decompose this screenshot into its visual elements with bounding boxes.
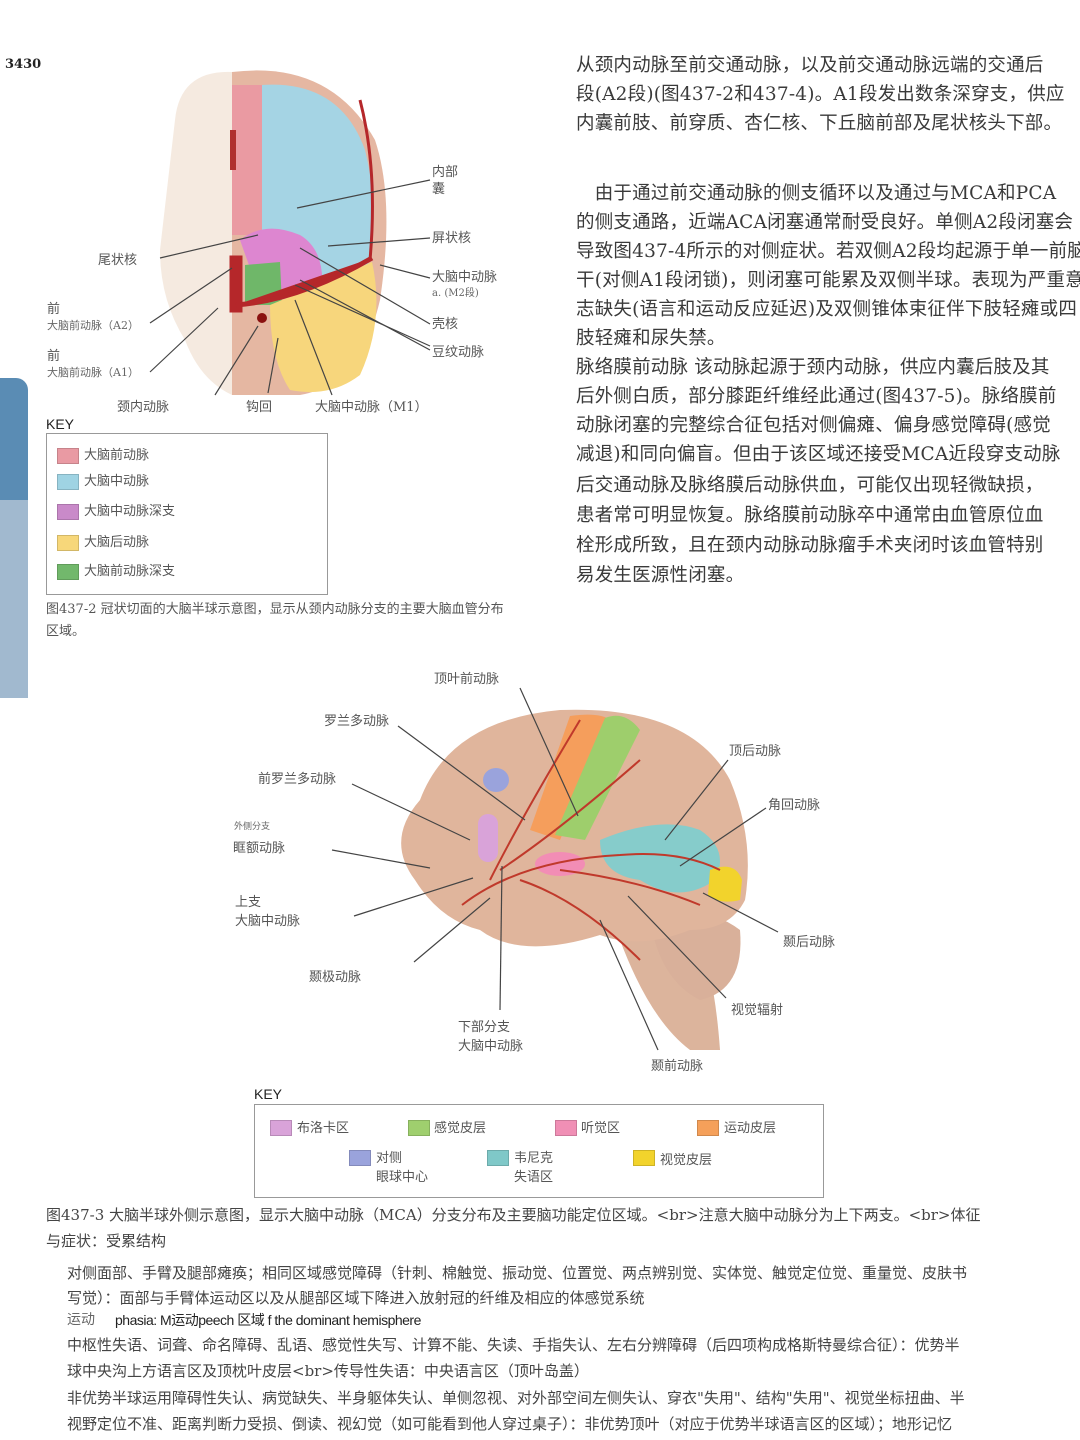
figure1-key: 大脑前动脉 大脑中动脉 大脑中动脉深支 大脑后动脉 大脑前动脉深支 bbox=[46, 433, 328, 595]
figure2-key-title: KEY bbox=[254, 1086, 283, 1102]
key-swatch bbox=[487, 1150, 509, 1166]
key-swatch bbox=[57, 535, 79, 551]
label-claustrum: 屏状核 bbox=[432, 231, 472, 246]
text-line: 段(A2段)(图437-2和437-4)。A1段发出数条深穿支，供应 bbox=[576, 84, 1065, 105]
label-ica: 颈内动脉 bbox=[117, 400, 170, 415]
key-swatch bbox=[57, 448, 79, 464]
label-internal-capsule: 内部 bbox=[432, 165, 459, 180]
text-line: 减退)和同向偏盲。但由于该区域还接受MCA近段穿支动脉 bbox=[576, 444, 1061, 465]
label-superior-division: 上支 bbox=[235, 895, 262, 910]
text-line: 对侧面部、手臂及腿部瘫痪；相同区域感觉障碍（针刺、棉触觉、振动觉、位置觉、两点辨… bbox=[67, 1264, 968, 1282]
label-uncus: 钩回 bbox=[246, 400, 273, 415]
text-line: 写觉）：面部与手臂体运动区以及从腿部区域下降进入放射冠的纤维及相应的体感觉系统 bbox=[67, 1289, 645, 1307]
label-anterior-temporal: 颞前动脉 bbox=[651, 1059, 704, 1074]
label-mca-m2-sub: a. (M2段) bbox=[432, 288, 479, 299]
text-line: 患者常可明显恢复。脉络膜前动脉卒中通常由血管原位血 bbox=[576, 505, 1044, 526]
key-label: 韦尼克 bbox=[514, 1151, 554, 1166]
text-line: 栓形成所致，且在颈内动脉动脉瘤手术夹闭时该血管特别 bbox=[576, 535, 1044, 556]
label-aca-a2-pre: 前 bbox=[47, 302, 61, 317]
text-line: 后交通动脉及脉络膜后动脉供血，可能仅出现轻微缺损， bbox=[576, 475, 1044, 496]
label-aca-a1-pre: 前 bbox=[47, 349, 61, 364]
figure1-caption: 图437-2 冠状切面的大脑半球示意图，显示从颈内动脉分支的主要大脑血管分布 bbox=[46, 602, 504, 617]
overlay-text-en: phasia: M运动peech 区域 f the dominant hemis… bbox=[115, 1312, 421, 1328]
text-line: 内囊前肢、前穿质、杏仁核、下丘脑前部及尾状核头下部。 bbox=[576, 113, 1063, 134]
label-prerolandic: 前罗兰多动脉 bbox=[258, 772, 337, 787]
key-label: 大脑中动脉 bbox=[84, 474, 150, 489]
key-label: 大脑后动脉 bbox=[84, 535, 150, 550]
key-label-2: 失语区 bbox=[514, 1170, 554, 1185]
label-inferior-division: 下部分支 bbox=[458, 1020, 511, 1035]
text-line: 脉络膜前动脉 该动脉起源于颈内动脉，供应内囊后肢及其 bbox=[576, 357, 1050, 378]
label-posterior-parietal: 顶后动脉 bbox=[729, 744, 782, 759]
text-line: 的侧支通路，近端ACA闭塞通常耐受良好。单侧A2段闭塞会 bbox=[576, 212, 1074, 233]
page-number: 3430 bbox=[5, 57, 42, 72]
key-label: 大脑前动脉深支 bbox=[84, 564, 176, 579]
key-label: 大脑中动脉深支 bbox=[84, 504, 176, 519]
key-label: 感觉皮层 bbox=[434, 1121, 487, 1136]
label-putamen: 壳核 bbox=[432, 317, 459, 332]
key-label: 视觉皮层 bbox=[660, 1153, 713, 1168]
text-line: 动脉闭塞的完整综合征包括对侧偏瘫、偏身感觉障碍(感觉 bbox=[576, 415, 1051, 436]
key-label: 对侧 bbox=[376, 1151, 403, 1166]
text-line: 肢轻瘫和尿失禁。 bbox=[576, 328, 726, 349]
text-line: 易发生医源性闭塞。 bbox=[576, 565, 745, 586]
text-line: 球中央沟上方语言区及顶枕叶皮层<br>传导性失语：中央语言区（顶叶岛盖） bbox=[67, 1362, 589, 1380]
label-aca-a1: 大脑前动脉（A1） bbox=[47, 366, 139, 379]
text-line: 从颈内动脉至前交通动脉，以及前交通动脉远端的交通后 bbox=[576, 55, 1044, 76]
key-swatch bbox=[633, 1150, 655, 1166]
key-label-2: 眼球中心 bbox=[376, 1170, 429, 1185]
figure2-caption-2: 与症状：受累结构 bbox=[46, 1232, 167, 1250]
label-temporopolar: 颞极动脉 bbox=[309, 970, 362, 985]
label-rolandic: 罗兰多动脉 bbox=[324, 714, 390, 729]
overlay-text-cn: 运动 bbox=[67, 1312, 95, 1328]
key-swatch bbox=[697, 1120, 719, 1136]
key-swatch bbox=[555, 1120, 577, 1136]
text-line: 导致图437-4所示的对侧症状。若双侧A2段均起源于单一前脑 bbox=[576, 241, 1080, 262]
key-label: 布洛卡区 bbox=[297, 1121, 350, 1136]
label-inferior-division-2: 大脑中动脉 bbox=[458, 1039, 524, 1054]
label-posterior-temporal: 颞后动脉 bbox=[783, 935, 836, 950]
label-anterior-parietal: 顶叶前动脉 bbox=[434, 672, 500, 687]
key-swatch bbox=[349, 1150, 371, 1166]
key-swatch bbox=[57, 504, 79, 520]
label-caudate: 尾状核 bbox=[98, 253, 138, 268]
label-mca-m2: 大脑中动脉 bbox=[432, 270, 498, 285]
key-swatch bbox=[270, 1120, 292, 1136]
label-optic-radiation: 视觉辐射 bbox=[731, 1003, 784, 1018]
figure2-key: 布洛卡区 感觉皮层 听觉区 运动皮层 对侧 眼球中心 韦尼克 失语区 视觉皮层 bbox=[254, 1104, 824, 1198]
text-line: 非优势半球运用障碍性失认、病觉缺失、半身躯体失认、单侧忽视、对外部空间左侧失认、… bbox=[67, 1389, 965, 1407]
figure2-caption: 图437-3 大脑半球外侧示意图，显示大脑中动脉（MCA）分支分布及主要脑功能定… bbox=[46, 1206, 981, 1224]
key-label: 大脑前动脉 bbox=[84, 448, 150, 463]
key-label: 听觉区 bbox=[581, 1121, 621, 1136]
figure1-key-title: KEY bbox=[46, 416, 75, 432]
label-lateral-branch: 外侧分支 bbox=[234, 822, 271, 832]
figure1-caption-2: 区域。 bbox=[46, 624, 86, 639]
text-line: 视野定位不准、距离判断力受损、倒读、视幻觉（如可能看到他人穿过桌子）：非优势顶叶… bbox=[67, 1415, 953, 1433]
chapter-tab bbox=[0, 378, 28, 500]
lateral-brain-illustration bbox=[331, 687, 779, 1051]
text-line: 志缺失(语言和运动反应延迟)及双侧锥体束征伴下肢轻瘫或四 bbox=[576, 299, 1078, 320]
coronal-brain-illustration bbox=[149, 70, 431, 396]
key-swatch bbox=[57, 564, 79, 580]
text-line: 中枢性失语、词聋、命名障碍、乱语、感觉性失写、计算不能、失读、手指失认、左右分辨… bbox=[67, 1336, 960, 1354]
text-line: 后外侧白质，部分膝距纤维经此通过(图437-5)。脉络膜前 bbox=[576, 386, 1057, 407]
label-mca-m1: 大脑中动脉（M1） bbox=[315, 400, 428, 415]
text-line: 干(对侧A1段闭锁)，则闭塞可能累及双侧半球。表现为严重意 bbox=[576, 270, 1080, 291]
chapter-tab-lower bbox=[0, 500, 28, 698]
label-aca-a2: 大脑前动脉（A2） bbox=[47, 319, 139, 332]
label-angular: 角回动脉 bbox=[768, 798, 821, 813]
label-lenticulostriate: 豆纹动脉 bbox=[432, 345, 485, 360]
key-label: 运动皮层 bbox=[724, 1121, 777, 1136]
label-internal-capsule-2: 囊 bbox=[432, 182, 446, 197]
label-superior-division-2: 大脑中动脉 bbox=[235, 914, 301, 929]
label-orbitofrontal: 眶额动脉 bbox=[233, 841, 286, 856]
text-line: 由于通过前交通动脉的侧支循环以及通过与MCA和PCA bbox=[576, 183, 1057, 204]
key-swatch bbox=[408, 1120, 430, 1136]
key-swatch bbox=[57, 474, 79, 490]
